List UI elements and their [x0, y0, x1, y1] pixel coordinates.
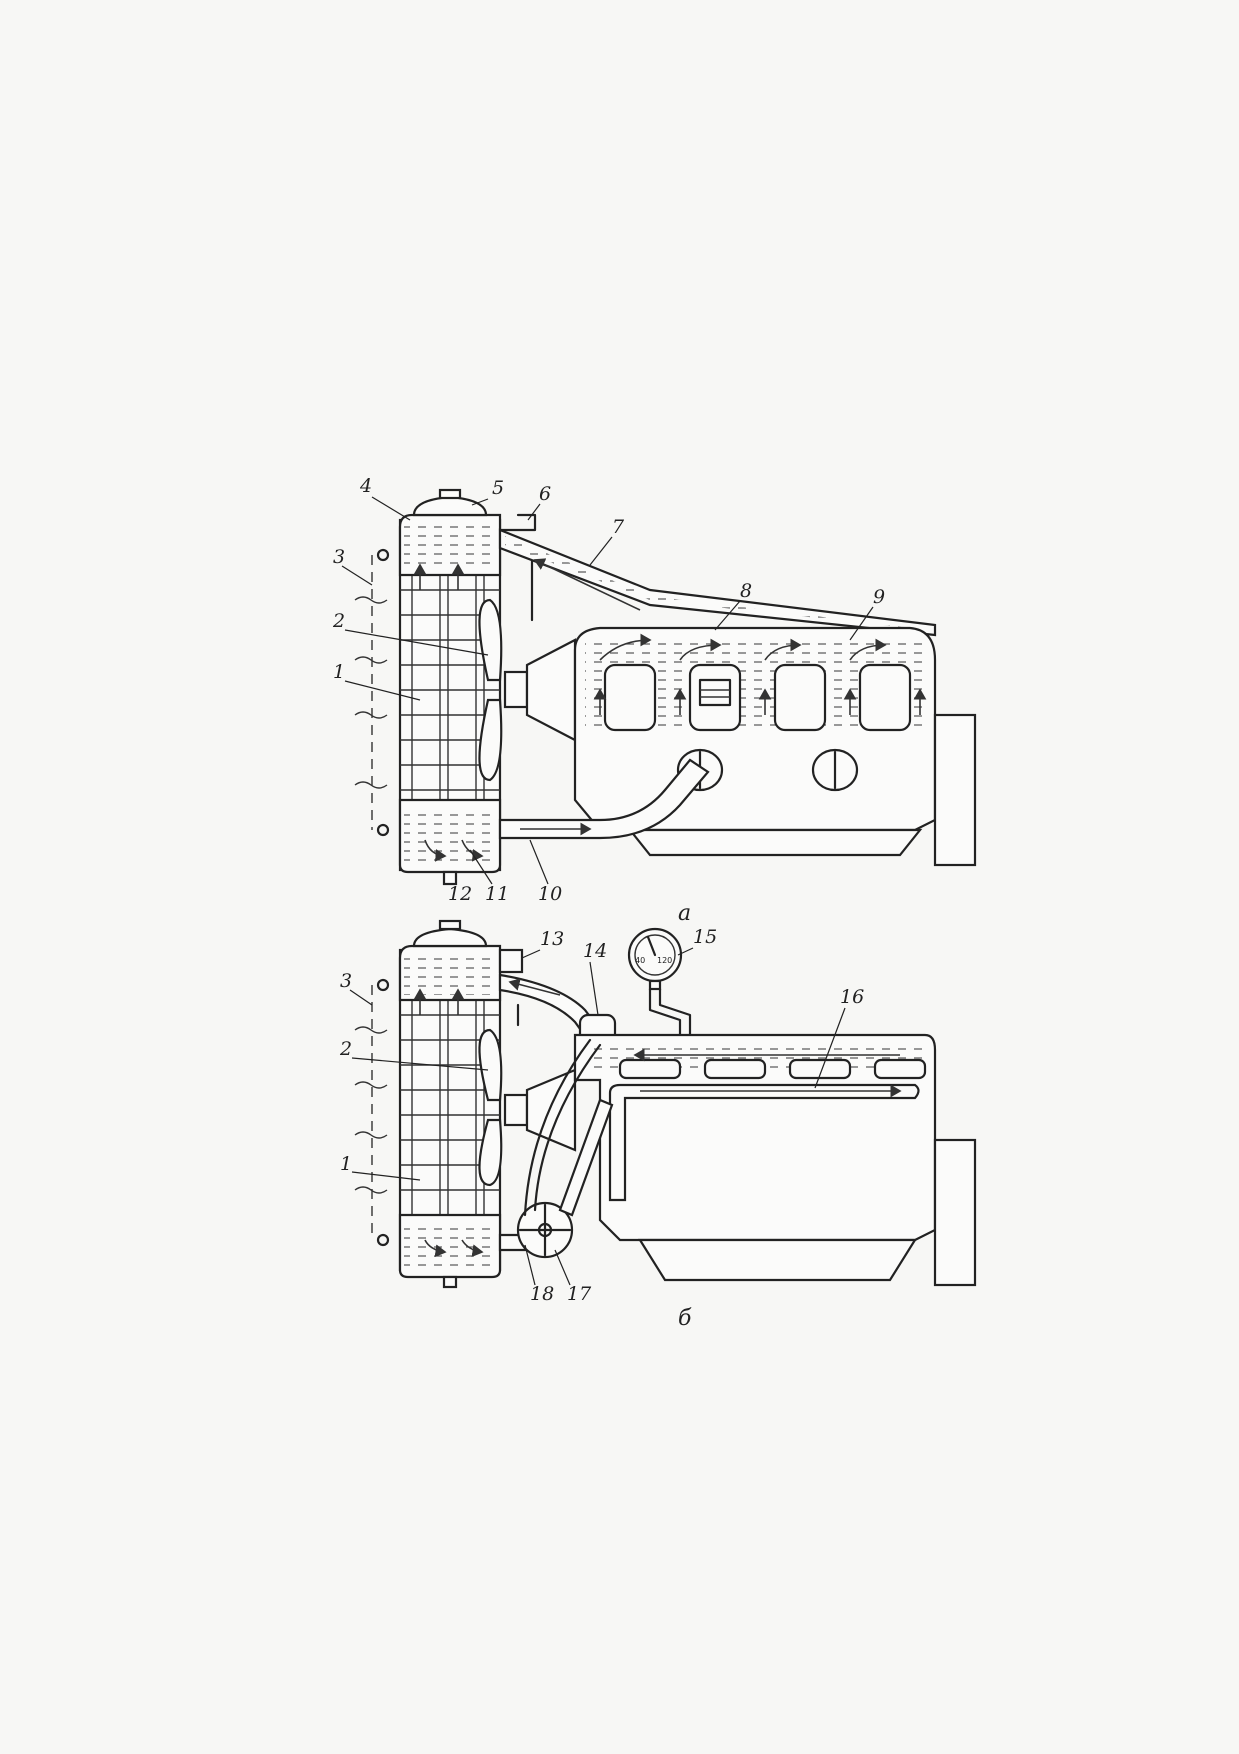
- label-17: 17: [567, 1283, 592, 1305]
- air-flow-arrows: [354, 548, 390, 837]
- caption-b: б: [678, 1306, 692, 1331]
- view-b-forced: 40 120: [339, 919, 977, 1331]
- view-a-labels: 3 2 1 4 5 6 7 8 9 10 11 12: [332, 475, 885, 905]
- label-b-1: 1: [340, 1153, 352, 1175]
- gauge-reading-text: 120: [657, 956, 672, 965]
- label-15: 15: [693, 926, 717, 948]
- label-b-2: 2: [339, 1038, 352, 1060]
- label-2: 2: [332, 610, 345, 632]
- engine-block: [533, 558, 977, 867]
- caption-a: а: [678, 901, 691, 926]
- label-6: 6: [539, 483, 551, 505]
- label-3: 3: [333, 546, 345, 568]
- label-9: 9: [873, 586, 885, 608]
- radiator: [398, 488, 502, 886]
- label-7: 7: [612, 516, 625, 538]
- label-10: 10: [538, 883, 562, 905]
- air-flow-arrows-b: [354, 978, 390, 1247]
- radiator-b: [398, 919, 502, 1289]
- fan: [478, 598, 577, 782]
- label-5: 5: [492, 477, 504, 499]
- label-4: 4: [359, 475, 372, 497]
- temperature-gauge: 40 120: [627, 927, 692, 1042]
- label-b-3: 3: [340, 970, 352, 992]
- label-11: 11: [485, 883, 509, 905]
- gauge-low-text: 40: [635, 956, 645, 965]
- label-18: 18: [530, 1283, 554, 1305]
- label-1: 1: [333, 661, 345, 683]
- engine-block-b: [573, 1033, 977, 1287]
- water-pump: [498, 1038, 614, 1259]
- fan-b: [478, 1028, 577, 1187]
- label-14: 14: [583, 940, 607, 962]
- view-b-labels: 3 2 1 13 14 15 16 17 18: [339, 926, 864, 1305]
- label-13: 13: [540, 928, 564, 950]
- label-12: 12: [448, 883, 472, 905]
- view-a-thermosiphon: 3 2 1 4 5 6 7 8 9 10 11 12 а: [332, 475, 977, 926]
- label-16: 16: [840, 986, 864, 1008]
- label-8: 8: [740, 580, 752, 602]
